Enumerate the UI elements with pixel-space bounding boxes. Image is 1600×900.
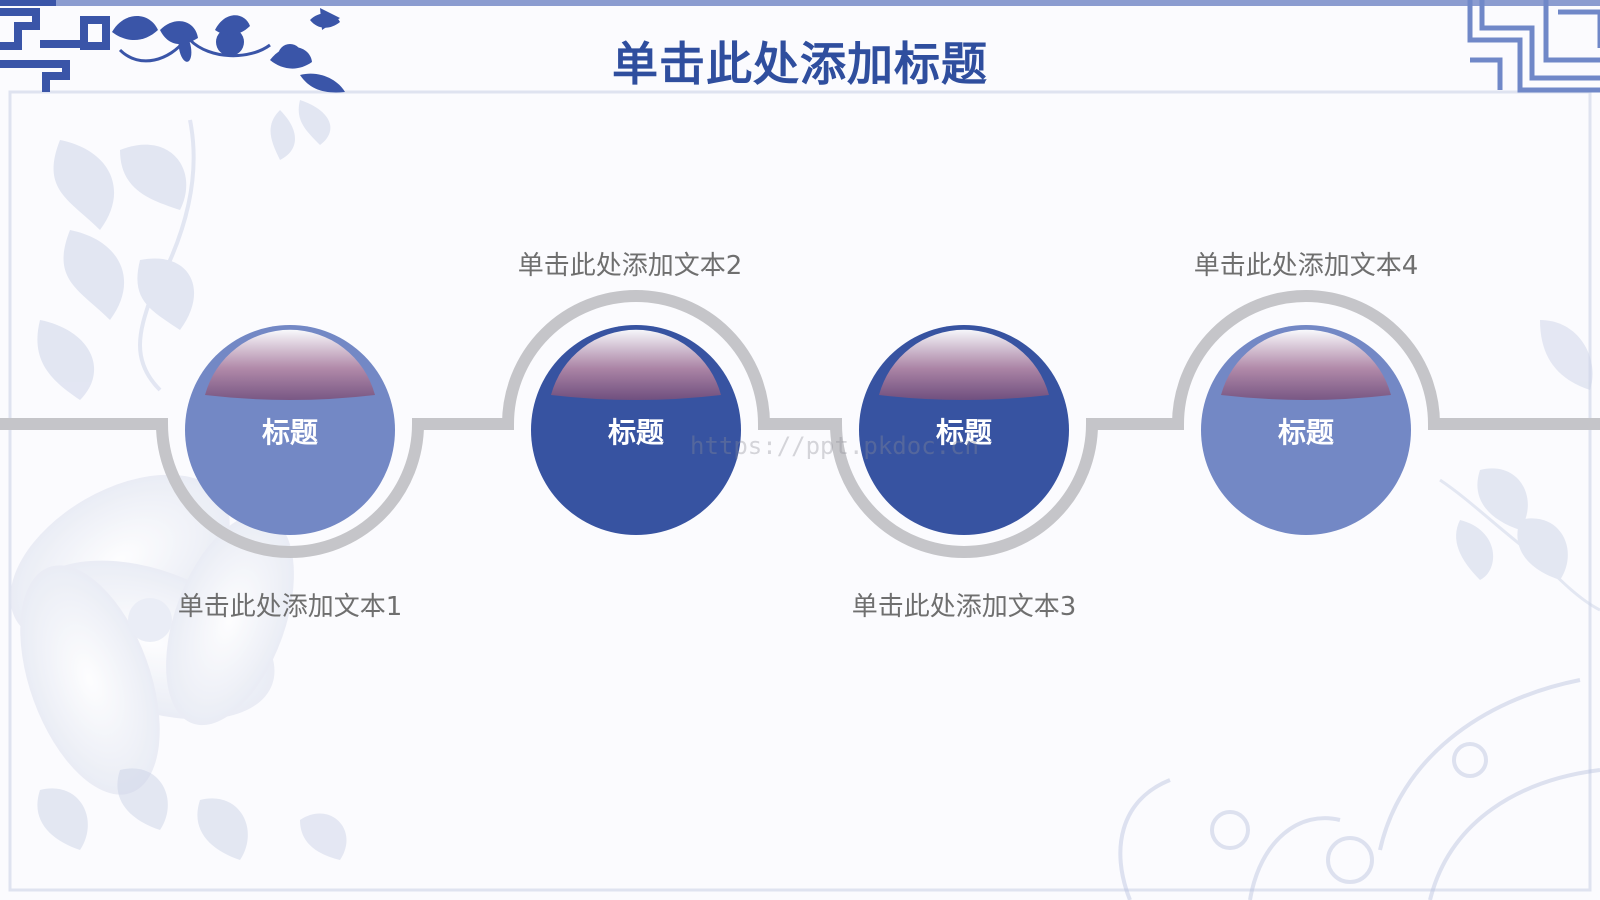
floral-bottom-left-ornament <box>37 768 347 860</box>
floral-left-ornament <box>37 100 331 400</box>
step-4-text[interactable]: 单击此处添加文本4 <box>1193 251 1419 281</box>
step-4-label: 标题 <box>1277 416 1334 449</box>
fret-corner-ornament <box>1467 0 1600 93</box>
large-flower-ornament <box>10 474 294 795</box>
blue-flower-ornament <box>0 0 345 93</box>
floral-right-ornament <box>1439 320 1600 612</box>
slide-title[interactable]: 单击此处添加标题 <box>612 37 988 91</box>
step-2-label: 标题 <box>607 416 664 449</box>
step-node-4[interactable] <box>1201 325 1411 535</box>
step-3-text[interactable]: 单击此处添加文本3 <box>851 592 1077 622</box>
step-1-label: 标题 <box>261 416 318 449</box>
step-node-1[interactable] <box>185 325 395 535</box>
step-node-2[interactable] <box>531 325 741 535</box>
step-node-3[interactable] <box>859 325 1069 535</box>
step-3-label: 标题 <box>935 416 992 449</box>
scroll-bottom-right-ornament <box>1118 678 1600 900</box>
timeline-track <box>0 290 1600 558</box>
step-2-text[interactable]: 单击此处添加文本2 <box>517 251 743 281</box>
watermark-text: https://ppt.pkdoc.cn <box>690 432 979 460</box>
step-1-text[interactable]: 单击此处添加文本1 <box>177 592 403 622</box>
